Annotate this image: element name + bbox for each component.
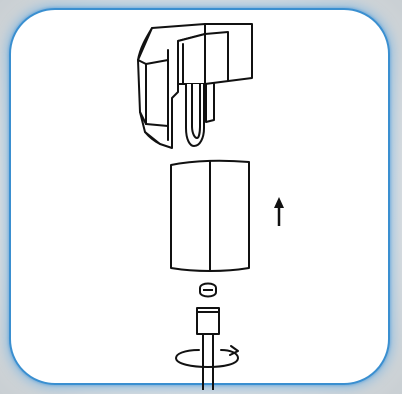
small-nut-part (199, 282, 217, 298)
sleeve-part (170, 159, 250, 272)
rotate-arrow-icon (174, 345, 240, 369)
up-arrow-icon (274, 197, 284, 226)
shaft-part (196, 307, 220, 390)
top-housing-part (137, 23, 253, 149)
